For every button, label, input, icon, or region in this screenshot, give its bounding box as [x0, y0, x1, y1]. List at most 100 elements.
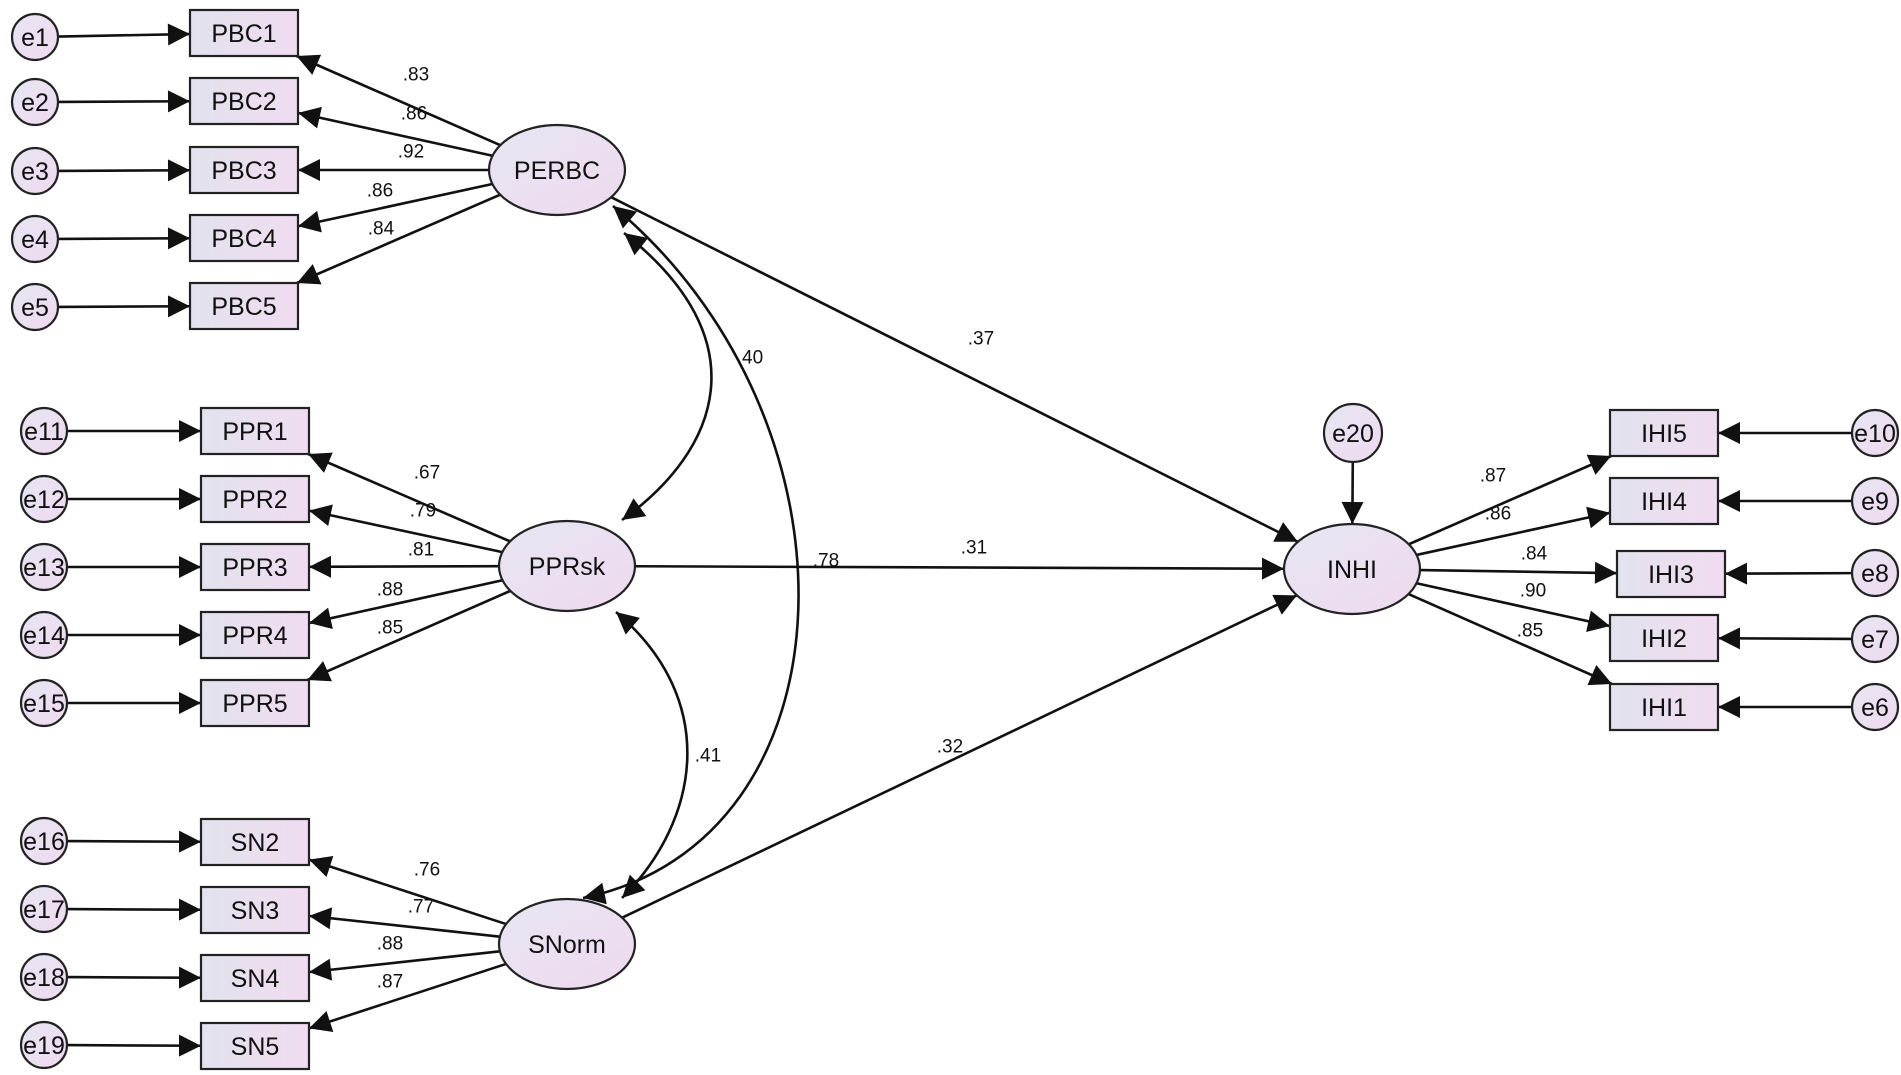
latent-label: SNorm — [528, 931, 606, 959]
error-arrow-e17 — [66, 898, 202, 921]
indicator-ihi2: IHI2 — [1608, 613, 1720, 663]
error-label: e12 — [23, 486, 65, 514]
loading-label-ihi5: .87 — [1480, 466, 1506, 487]
error-e7: e7 — [1850, 614, 1900, 664]
loading-arrow-ppr4 — [308, 578, 503, 630]
loading-label-ihi1: .85 — [1517, 621, 1543, 642]
loading-label-pbc1: .83 — [403, 65, 429, 86]
path-arrow-pprsk-to-inhi — [634, 557, 1285, 580]
error-circle — [19, 610, 69, 660]
nodes-layer: PERBCPPRskSNormINHIPBC1e1PBC2e2PBC3e3PBC… — [10, 8, 1900, 1071]
indicator-label: PPR1 — [222, 418, 287, 446]
error-label: e10 — [1854, 420, 1896, 448]
loading-arrow-ppr5 — [306, 589, 511, 682]
indicator-sn4: SN4 — [199, 953, 311, 1003]
covariance-label-perbc-pprsk: .40 — [737, 348, 763, 369]
indicator-box — [188, 76, 300, 126]
error-label: e1 — [21, 24, 49, 52]
error-circle — [1850, 682, 1900, 732]
indicator-label: IHI2 — [1641, 625, 1687, 653]
latent-ellipse — [497, 519, 637, 613]
error-circle — [1850, 408, 1900, 458]
latent-label: INHI — [1327, 556, 1377, 584]
indicator-box — [1608, 408, 1720, 458]
error-circle — [1322, 402, 1384, 464]
error-e6: e6 — [1850, 682, 1900, 732]
indicator-ihi4: IHI4 — [1608, 476, 1720, 526]
loading-arrow-ihi4 — [1416, 506, 1611, 557]
error-arrow-e2 — [57, 90, 191, 113]
loading-arrow-sn3 — [308, 907, 501, 938]
indicator-pbc2: PBC2 — [188, 76, 300, 126]
error-label: e19 — [23, 1032, 65, 1060]
loading-label-pbc4: .86 — [367, 181, 393, 202]
loading-label-ppr1: .67 — [414, 463, 440, 484]
loading-label-ppr5: .85 — [377, 618, 403, 639]
error-circle — [10, 77, 60, 127]
loading-arrow-sn5 — [308, 962, 507, 1032]
error-circle — [19, 816, 69, 866]
error-circle — [1850, 548, 1900, 598]
indicator-sn3: SN3 — [199, 885, 311, 935]
error-label: e2 — [21, 89, 49, 117]
error-label: e13 — [23, 554, 65, 582]
indicator-ppr5: PPR5 — [199, 678, 311, 728]
indicator-ppr1: PPR1 — [199, 406, 311, 456]
error-e2: e2 — [10, 77, 60, 127]
error-arrow-e19 — [66, 1034, 202, 1057]
indicator-box — [1615, 549, 1727, 599]
indicator-label: SN2 — [231, 829, 280, 857]
error-e9: e9 — [1850, 476, 1900, 526]
error-circle — [19, 474, 69, 524]
path-coef-pprsk: .31 — [961, 538, 987, 559]
indicator-label: IHI5 — [1641, 420, 1687, 448]
indicator-box — [199, 885, 311, 935]
indicator-ihi1: IHI1 — [1608, 682, 1720, 732]
error-label: e11 — [24, 418, 64, 446]
error-e5: e5 — [10, 282, 60, 332]
loading-label-ihi2: .90 — [1520, 581, 1546, 602]
error-e19: e19 — [19, 1020, 69, 1070]
edges-layer — [57, 23, 1853, 1057]
loading-arrow-pbc5 — [296, 193, 501, 285]
indicator-box — [199, 678, 311, 728]
indicator-label: PBC1 — [211, 20, 276, 48]
indicator-box — [199, 953, 311, 1003]
error-label: e14 — [23, 622, 65, 650]
error-label: e5 — [21, 294, 49, 322]
loading-arrow-ihi2 — [1416, 581, 1611, 633]
indicator-box — [1608, 476, 1720, 526]
indicator-label: PBC4 — [211, 225, 276, 253]
error-arrow-e7 — [1717, 627, 1853, 650]
error-circle — [19, 542, 69, 592]
loading-label-pbc3: .92 — [398, 142, 424, 163]
indicator-box — [1608, 682, 1720, 732]
indicator-ppr2: PPR2 — [199, 474, 311, 524]
loading-label-sn5: .87 — [377, 972, 403, 993]
loading-arrow-pbc1 — [296, 54, 501, 147]
error-arrow-e4 — [57, 227, 191, 250]
indicator-label: PPR2 — [222, 486, 287, 514]
error-label: e6 — [1861, 694, 1889, 722]
error-e16: e16 — [19, 816, 69, 866]
error-e11: e11 — [19, 406, 69, 456]
loading-arrow-ihi5 — [1408, 454, 1612, 546]
indicator-pbc3: PBC3 — [188, 145, 300, 195]
loading-arrow-sn4 — [308, 950, 501, 981]
indicator-label: SN4 — [231, 965, 280, 993]
error-circle — [19, 678, 69, 728]
loading-label-pbc2: .86 — [401, 104, 427, 125]
loading-label-ihi4: .86 — [1485, 504, 1511, 525]
error-circle — [10, 146, 60, 196]
loading-arrow-pbc4 — [297, 182, 493, 233]
error-e18: e18 — [19, 952, 69, 1002]
indicator-box — [199, 474, 311, 524]
path-coef-perbc: .37 — [968, 329, 994, 350]
latent-ellipse — [487, 123, 627, 217]
latent-ellipse — [497, 897, 637, 991]
indicator-label: PBC2 — [211, 88, 276, 116]
error-circle — [1850, 614, 1900, 664]
error-label: e4 — [21, 226, 49, 254]
error-label: e16 — [23, 828, 65, 856]
